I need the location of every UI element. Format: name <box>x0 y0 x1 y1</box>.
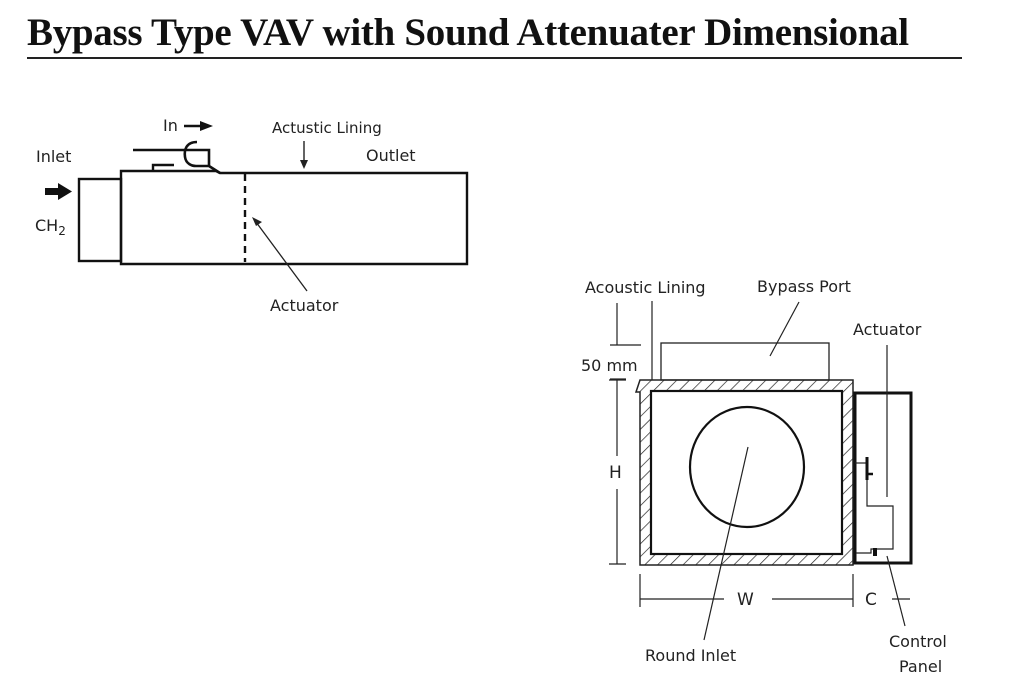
top-bracket <box>151 163 174 171</box>
bypass-port <box>660 342 830 381</box>
inner-duct <box>649 389 844 556</box>
label-ch2-sub: 2 <box>58 224 66 238</box>
in-arrow-icon <box>184 121 213 131</box>
side-view: In Actustic Lining Inlet Outlet CH2 Actu… <box>35 116 469 315</box>
label-50mm: 50 mm <box>581 356 638 375</box>
bypass-inlet-hook <box>133 140 221 175</box>
acoustic-lining-arrow-icon <box>300 141 308 169</box>
dimension-50mm <box>610 303 641 380</box>
actuator-mechanism <box>855 457 894 556</box>
title-underline <box>27 57 962 59</box>
section-view: Acoustic Lining Bypass Port Actuator 50 … <box>581 277 947 676</box>
dimension-w-c <box>639 574 910 607</box>
label-ch2: CH2 <box>35 216 66 238</box>
leader-bypass-port <box>769 301 800 357</box>
label-ch2-main: CH <box>35 216 58 235</box>
actuator-leader-arrow <box>252 217 308 292</box>
label-acoustic-lining-section: Acoustic Lining <box>585 278 706 297</box>
label-control-panel-line1: Control <box>889 632 947 651</box>
inlet-collar <box>77 177 123 263</box>
label-round-inlet: Round Inlet <box>645 646 736 665</box>
label-acoustic-lining-side: Actustic Lining <box>272 119 382 137</box>
round-inlet-circle <box>688 405 806 529</box>
main-body <box>119 169 469 266</box>
leader-round-inlet <box>703 446 749 641</box>
page-title: Bypass Type VAV with Sound Attenuater Di… <box>27 11 909 54</box>
control-panel-box <box>853 391 913 565</box>
inlet-arrow-icon <box>45 183 72 200</box>
label-inlet: Inlet <box>36 147 71 166</box>
label-in: In <box>163 116 178 135</box>
label-outlet: Outlet <box>366 146 416 165</box>
dimension-h <box>609 379 626 565</box>
label-actuator-section: Actuator <box>853 320 922 339</box>
label-c: C <box>865 590 877 610</box>
label-h: H <box>609 463 622 483</box>
label-control-panel-line2: Panel <box>899 657 942 676</box>
label-w: W <box>737 590 754 610</box>
leader-control-panel <box>886 555 906 627</box>
label-actuator-side: Actuator <box>270 296 339 315</box>
label-bypass-port: Bypass Port <box>757 277 851 296</box>
